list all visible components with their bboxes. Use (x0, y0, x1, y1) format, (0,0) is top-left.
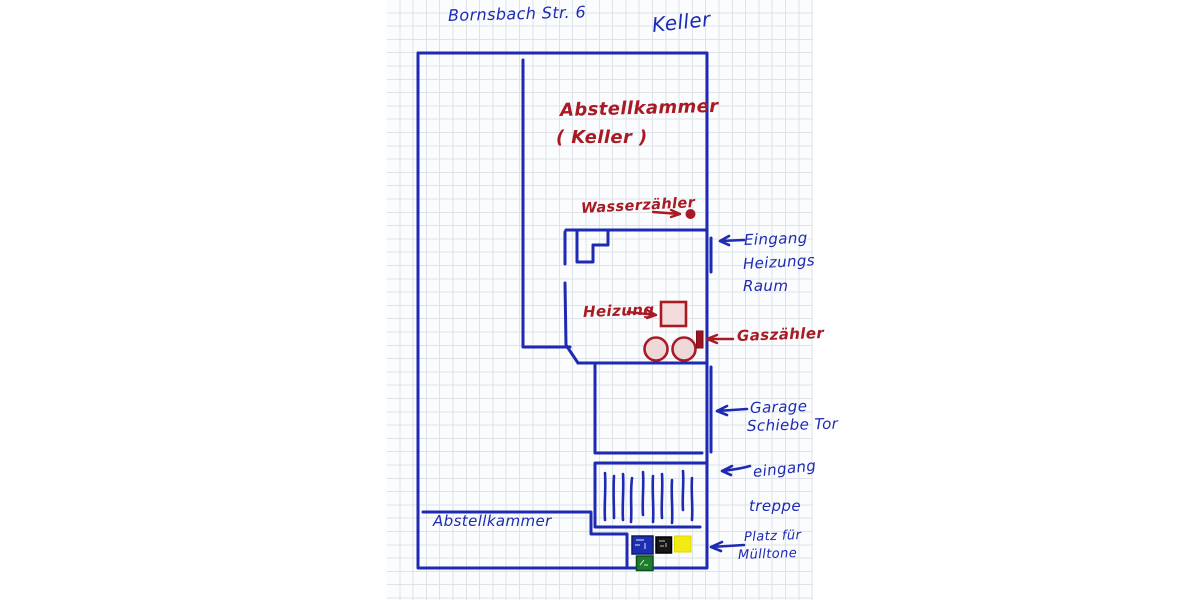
black-bin (655, 536, 673, 554)
arrow-eingang-treppe (720, 464, 752, 477)
red-symbols (643, 209, 704, 362)
heating-entrance-label-line1: Eingang (743, 228, 808, 249)
heating-room-left-wall-lower (563, 281, 580, 365)
garage-label-line2: Schiebe Tor (746, 414, 839, 435)
gas-meter-label: Gaszähler (736, 323, 825, 345)
arrow-wasserzaehler (651, 208, 682, 219)
lower-storage-label: Abstellkammer (433, 512, 552, 530)
stairwell-walls (593, 461, 707, 529)
heating-room-door-notch (575, 228, 610, 264)
heater-tank-left (643, 336, 669, 362)
yellow-bin (674, 535, 692, 553)
arrow-heizung (626, 308, 658, 320)
arrow-platz-muelltonnen (709, 540, 746, 553)
graph-paper (387, 0, 813, 600)
lower-storage-partition (421, 510, 629, 569)
heating-entrance-label-line3: Raum (743, 277, 789, 295)
garage-label-line1: Garage (749, 397, 808, 417)
arrow-garage (715, 404, 749, 417)
outer-walls (416, 51, 709, 570)
heater-square (659, 300, 688, 328)
interior-walls (421, 58, 713, 569)
storage-room-label-line1: Abstellkammer (559, 95, 719, 121)
arrow-gaszaehler (705, 333, 735, 345)
water-meter-dot (685, 209, 696, 219)
stairs-hatching (603, 469, 694, 525)
trash-area-label-line1: Platz für (743, 528, 802, 545)
green-bin (635, 555, 654, 572)
gas-meter-rect (696, 330, 704, 349)
storage-room-label-line2: ( Keller ) (556, 127, 648, 148)
garage-walls (593, 361, 704, 455)
heating-entrance-label-line2: Heizungs (742, 251, 816, 273)
stair-entrance-label-line2: treppe (749, 497, 801, 515)
heater-label: Heizung (582, 300, 655, 321)
arrow-eingang-heizungsraum (718, 234, 746, 247)
trash-area-label-line2: Mülltone (737, 545, 798, 563)
blue-arrows (709, 234, 752, 553)
red-arrows (626, 208, 735, 345)
street-title: Bornsbach Str. 6 (447, 2, 587, 25)
storage-partition-wall (521, 58, 572, 349)
trash-bins (631, 535, 692, 572)
heater-tank-right (671, 336, 697, 362)
